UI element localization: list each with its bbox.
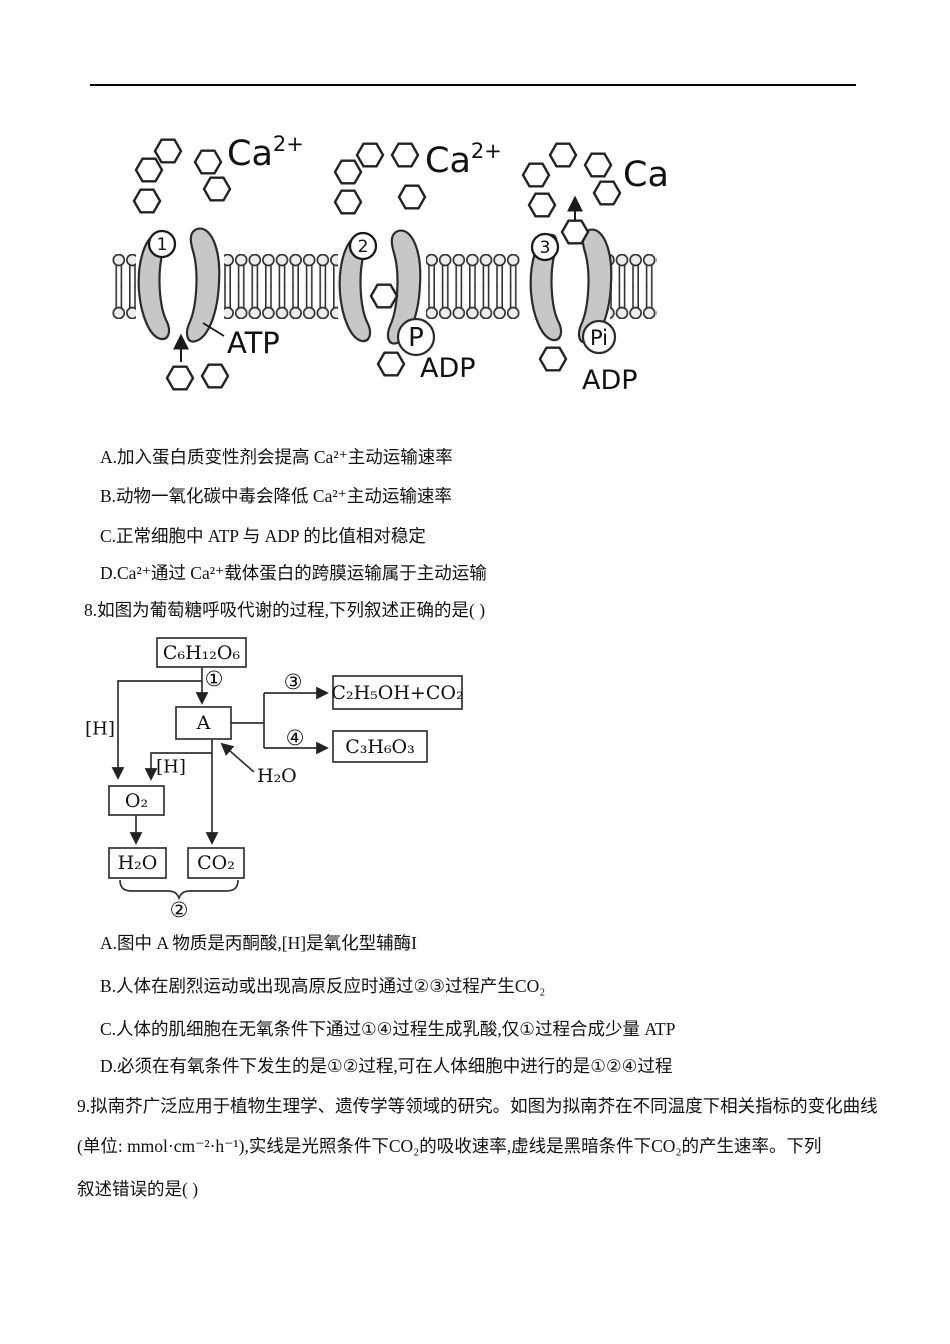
protein-number-3: 3 (530, 232, 560, 262)
calcium-ion-hexagon (202, 176, 232, 202)
h-label-mid: [H] (156, 757, 186, 778)
arrow-h-to-o2-left (111, 680, 202, 780)
pi-circle (581, 319, 617, 355)
ca-sup: 2+ (669, 153, 670, 177)
calcium-ion-hexagon (193, 149, 223, 175)
co2-formula: CO₂ (197, 852, 235, 874)
flowchart-box-co2: CO₂ (187, 847, 245, 879)
adp-label-1: ADP (420, 353, 476, 384)
atp-pointer-line (202, 322, 225, 337)
calcium-ion-hexagon (333, 159, 363, 185)
step-4-label: ④ (286, 726, 305, 750)
flowchart-box-lactate: C₃H₆O₃ (332, 730, 428, 763)
calcium-ion-hexagon (548, 142, 578, 168)
calcium-ion-hexagon (390, 142, 420, 168)
q8-option-d: D.必须在有氧条件下发生的是①②过程,可在人体细胞中进行的是①②④过程 (100, 1056, 673, 1076)
flowchart-box-glucose: C₆H₁₂O₆ (156, 637, 247, 668)
respiration-flowchart: C₆H₁₂O₆ A C₂H₅OH+CO₂ C₃H₆O₃ O₂ H₂O CO₂ (85, 637, 464, 922)
q9-line-1: 9.拟南芥广泛应用于植物生理学、遗传学等领域的研究。如图为拟南芥在不同温度下相关… (77, 1096, 878, 1116)
calcium-ion-hexagon (560, 219, 590, 245)
q8-option-b: B.人体在剧烈运动或出现高原反应时通过②③过程产生CO₂ (100, 976, 546, 996)
calcium-ion-hexagon (200, 363, 230, 389)
q7-option-c: C.正常细胞中 ATP 与 ADP 的比值相对稳定 (100, 526, 426, 546)
calcium-ion-hexagon (592, 180, 622, 206)
calcium-ion-hexagon (165, 365, 195, 391)
brace-step2 (119, 879, 239, 901)
flowchart-box-o2: O₂ (108, 785, 165, 816)
ca-sup: 2+ (471, 139, 502, 163)
glucose-formula: C₆H₁₂O₆ (163, 642, 241, 664)
flowchart-box-h2o: H₂O (108, 847, 167, 879)
q7-option-b: B.动物一氧化碳中毒会降低 Ca²⁺主动运输速率 (100, 486, 452, 506)
h-label-left: [H] (85, 719, 115, 740)
q9-line-3: 叙述错误的是( ) (77, 1179, 199, 1199)
lactate-formula: C₃H₆O₃ (345, 736, 415, 758)
atp-label: ATP (227, 326, 280, 360)
water-in-label: H₂O (257, 765, 297, 787)
q8-stem: 8.如图为葡萄糖呼吸代谢的过程,下列叙述正确的是( ) (84, 600, 486, 620)
step-2-label: ② (170, 898, 189, 922)
step-3-label: ③ (284, 670, 303, 694)
protein-number-2-label: 2 (358, 237, 369, 257)
h2o-formula: H₂O (118, 852, 158, 874)
q9-line-2: (单位: mmol·cm⁻²·h⁻¹),实线是光照条件下CO₂的吸收速率,虚线是… (77, 1136, 822, 1156)
ethanol-formula: C₂H₅OH+CO₂ (331, 682, 463, 704)
protein-number-2: 2 (348, 231, 378, 261)
phosphate-label: P (408, 323, 424, 353)
calcium-ion-hexagon (527, 192, 557, 218)
adp-label-2: ADP (582, 365, 638, 396)
o2-formula: O₂ (125, 790, 148, 812)
arrow-water-into-a (220, 742, 255, 773)
membrane-diagram: 1 2 3 Ca2+ Ca2+ Ca2+ ATP P ADP Pi ADP (112, 132, 670, 396)
calcium-ion-hexagon (134, 157, 164, 183)
q7-option-d: D.Ca²⁺通过 Ca²⁺载体蛋白的跨膜运输属于主动运输 (100, 563, 487, 583)
calcium-ion-hexagon (583, 152, 613, 178)
step-1-label: ① (205, 667, 224, 691)
ca-sup: 2+ (273, 132, 304, 156)
ca2-label-1: Ca2+ (227, 132, 304, 174)
calcium-ion-hexagon (333, 189, 363, 215)
flowchart-box-a: A (175, 706, 232, 740)
ca2-label-3: Ca2+ (623, 153, 670, 195)
q8-option-c: C.人体的肌细胞在无氧条件下通过①④过程生成乳酸,仅①过程合成少量 ATP (100, 1019, 676, 1039)
calcium-ion-hexagon (521, 162, 551, 188)
calcium-ion-hexagon (153, 138, 183, 164)
ca-base: Ca (227, 134, 273, 174)
ca-base: Ca (623, 155, 669, 195)
calcium-ion-hexagon (397, 184, 427, 210)
arrow-h-to-o2-mid (144, 752, 212, 781)
calcium-ion-hexagon (538, 346, 568, 372)
pi-label: Pi (590, 326, 608, 350)
top-divider (90, 84, 856, 86)
q7-option-a: A.加入蛋白质变性剂会提高 Ca²⁺主动运输速率 (100, 447, 453, 467)
protein-number-1: 1 (147, 229, 177, 259)
calcium-ion-hexagon (355, 142, 385, 168)
substance-a-label: A (196, 712, 211, 734)
protein-number-3-label: 3 (540, 238, 551, 258)
protein-number-1-label: 1 (157, 235, 168, 255)
ca2-label-2: Ca2+ (425, 139, 502, 181)
phosphate-circle (396, 317, 436, 357)
calcium-ion-hexagon (376, 351, 406, 377)
q8-option-a: A.图中 A 物质是丙酮酸,[H]是氧化型辅酶I (100, 933, 417, 953)
ca-base: Ca (425, 141, 471, 181)
calcium-ion-hexagon (369, 283, 399, 309)
flowchart-box-ethanol: C₂H₅OH+CO₂ (331, 675, 464, 710)
calcium-ion-hexagon (132, 188, 162, 214)
